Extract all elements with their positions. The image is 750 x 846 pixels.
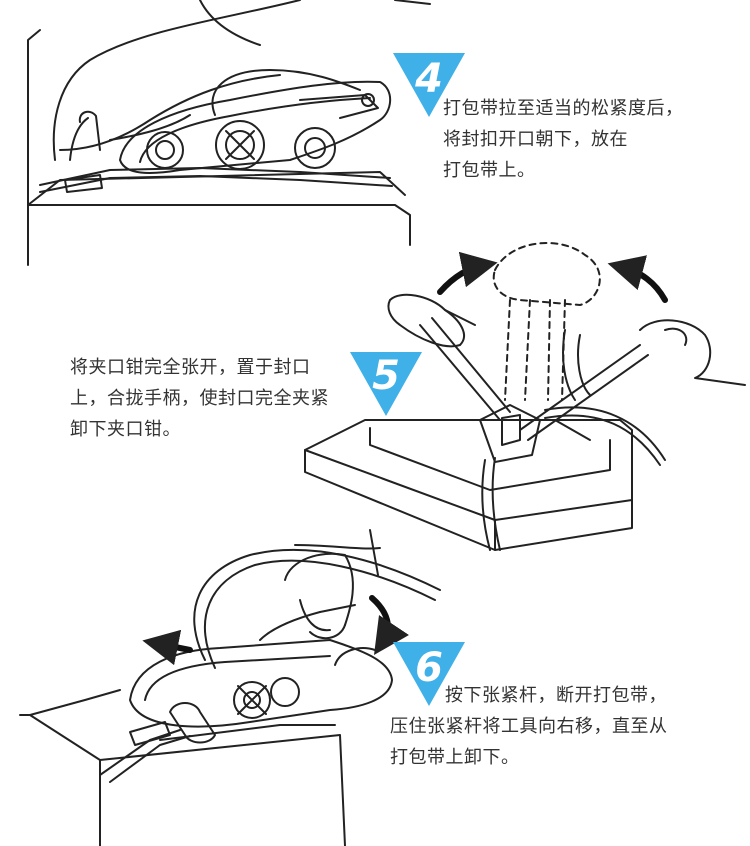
step5-rotation-arrows: [437, 251, 668, 303]
triangle-badge-icon: [393, 642, 465, 706]
step-4-number: 4: [415, 56, 443, 102]
step-6-line-2: 压住张紧杆将工具向右移，直至从: [390, 716, 668, 737]
step-6-number: 6: [415, 645, 443, 691]
step-4-line-2: 将封扣开口朝下，放在: [443, 129, 628, 150]
step-5-text: 将夹口钳完全张开，置于封口 上，合拢手柄，使封口完全夹紧 卸下夹口钳。: [70, 352, 329, 445]
step6-tool-illustration: [19, 529, 441, 846]
step-5-line-2: 上，合拢手柄，使封口完全夹紧: [70, 388, 329, 409]
triangle-badge-icon: [393, 53, 465, 117]
step-6-line-3: 打包带上卸下。: [390, 747, 520, 768]
step-5-line-1: 将夹口钳完全张开，置于封口: [70, 357, 311, 378]
step4-tool-illustration: [27, 0, 431, 266]
step5-sealer-illustration: [304, 242, 746, 551]
step-4-text: 打包带拉至适当的松紧度后， 将封扣开口朝下，放在 打包带上。: [443, 93, 684, 186]
step-6-badge: 6: [393, 642, 465, 706]
step-5-badge: 5: [350, 352, 422, 416]
triangle-badge-icon: [350, 352, 422, 416]
step-5-number: 5: [372, 353, 400, 399]
step-4-badge: 4: [393, 53, 465, 117]
step-4-line-3: 打包带上。: [443, 160, 536, 181]
step-6-line-1: 按下张紧杆，断开打包带，: [445, 685, 667, 706]
step-5-line-3: 卸下夹口钳。: [70, 419, 181, 440]
step-4-line-1: 打包带拉至适当的松紧度后，: [443, 98, 684, 119]
step6-direction-arrows: [142, 595, 409, 666]
step-6-text: 按下张紧杆，断开打包带， 压住张紧杆将工具向右移，直至从 打包带上卸下。: [390, 680, 668, 773]
